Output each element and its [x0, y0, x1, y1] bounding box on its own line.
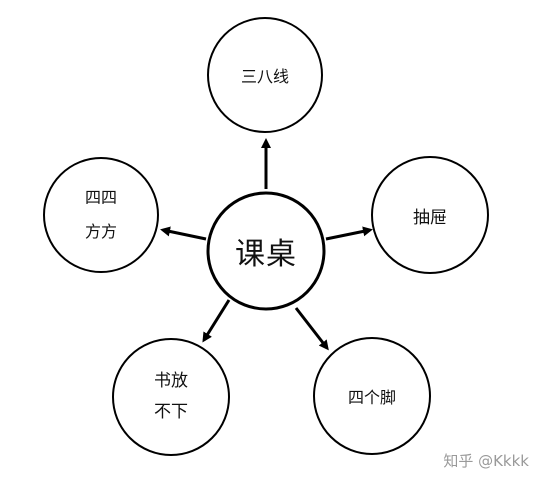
- arrow-to-bottom-left: [202, 299, 231, 343]
- bottom-left-node: [112, 338, 230, 456]
- top-node: [207, 17, 323, 133]
- arrow-to-bottom-right: [294, 307, 329, 351]
- watermark: 知乎 @Kkkk: [443, 452, 529, 470]
- right-node: [371, 156, 489, 274]
- left-node: [43, 157, 159, 273]
- center-node: [206, 191, 326, 311]
- arrow-to-right: [325, 226, 373, 241]
- bottom-right-node: [313, 337, 431, 455]
- arrow-to-left: [160, 226, 207, 241]
